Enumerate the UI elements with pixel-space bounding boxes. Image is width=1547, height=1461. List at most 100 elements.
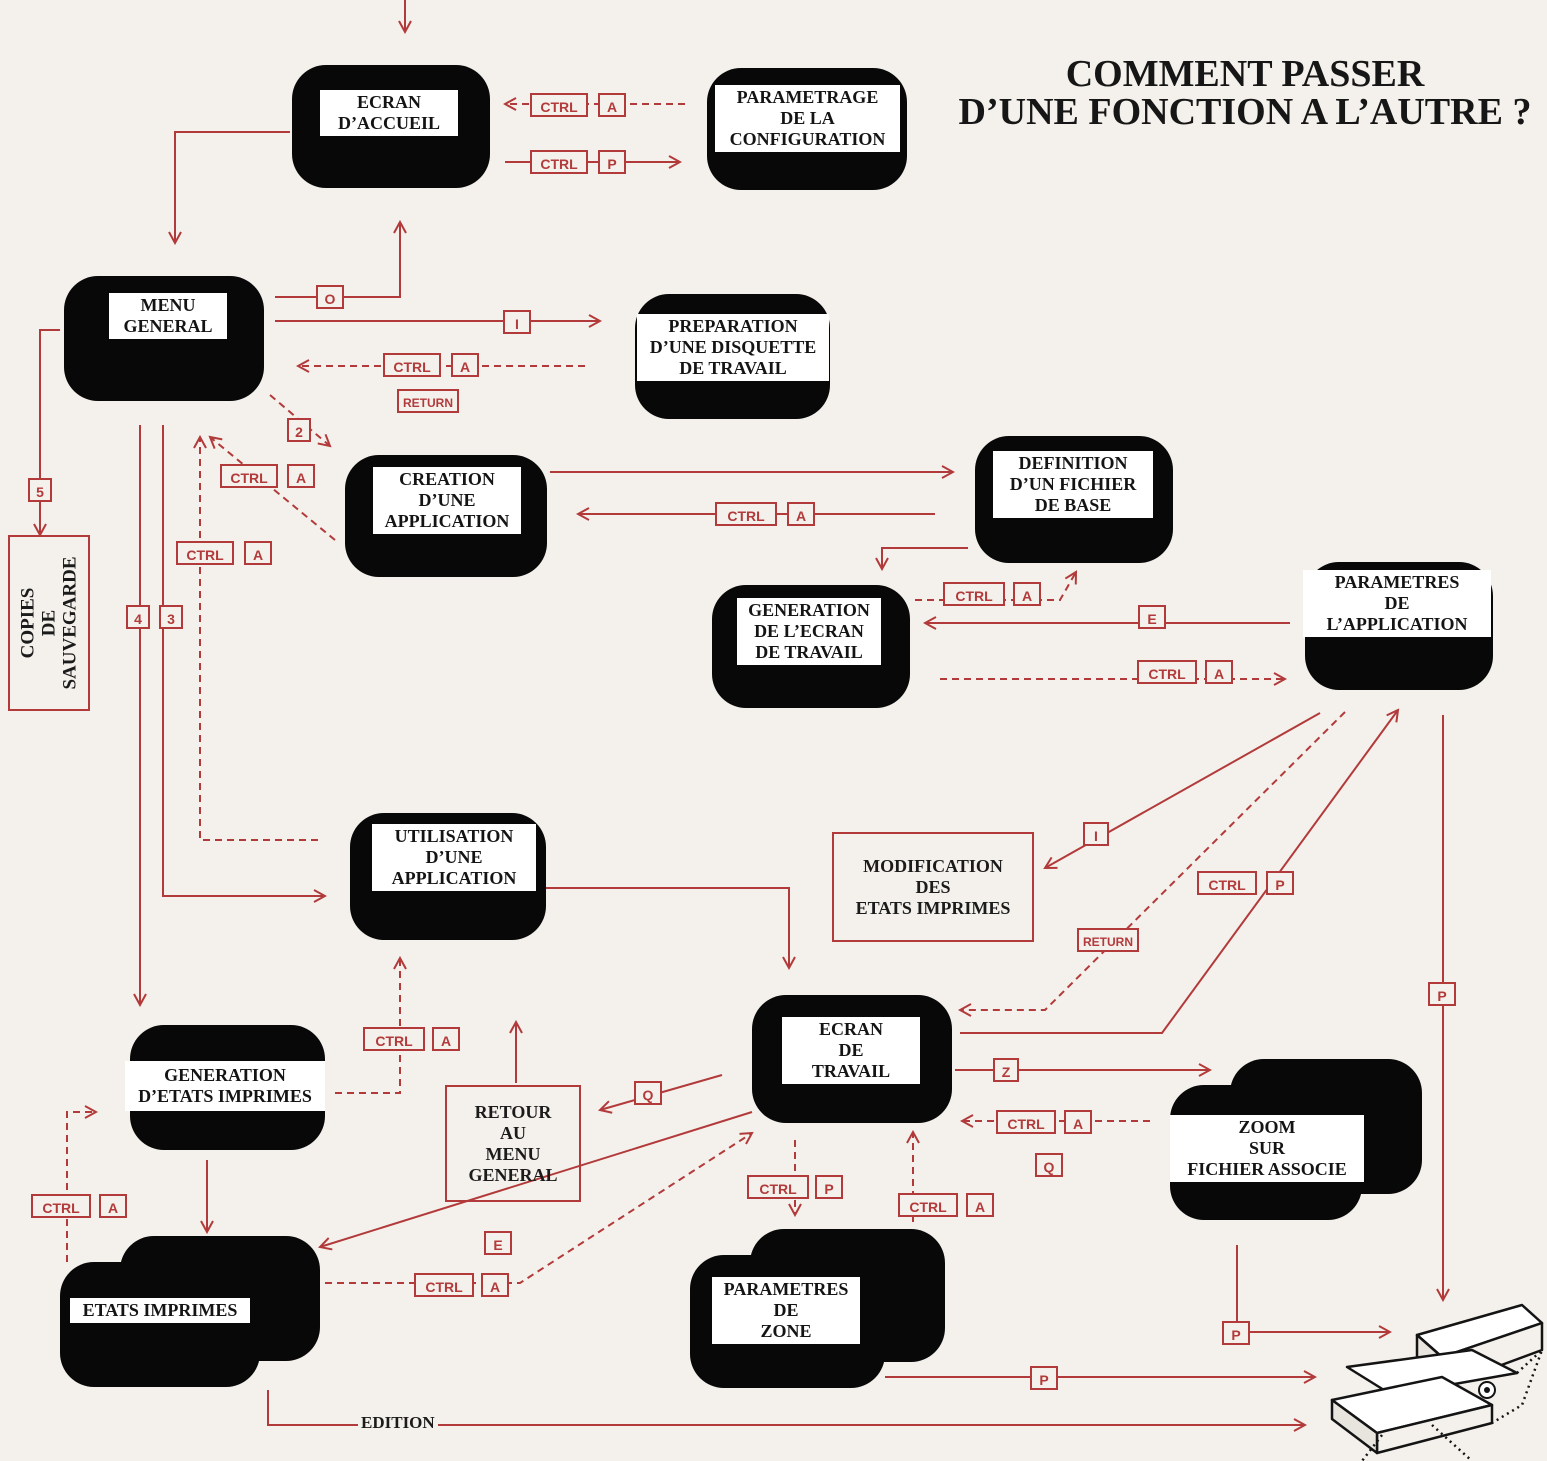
screen-generation-etats[interactable]: GENERATION D’ETATS IMPRIMES: [125, 1025, 325, 1150]
screen-parametrage-label: PARAMETRAGE DE LA CONFIGURATION: [715, 85, 900, 152]
screen-etats-label: ETATS IMPRIMES: [70, 1298, 250, 1323]
key-ctrl: CTRL: [715, 502, 777, 526]
label-line: DE TRAVAIL: [755, 642, 863, 662]
screen-definition[interactable]: DEFINITION D’UN FICHIER DE BASE: [975, 436, 1173, 563]
screen-generation-ecran[interactable]: GENERATION DE L’ECRAN DE TRAVAIL: [712, 585, 910, 708]
label-line: APPLICATION: [384, 511, 510, 531]
key-q: Q: [634, 1081, 662, 1105]
key-p: P: [1030, 1366, 1058, 1390]
label-line: ECRAN: [818, 1019, 883, 1039]
key-i: I: [1083, 822, 1109, 846]
label-line: GENERAL: [468, 1164, 558, 1185]
label-line: DE: [838, 1040, 864, 1060]
screen-parametrage[interactable]: PARAMETRAGE DE LA CONFIGURATION: [707, 68, 907, 190]
label-line: MENU: [485, 1143, 541, 1164]
screen-generation-etats-label: GENERATION D’ETATS IMPRIMES: [125, 1061, 325, 1111]
key-a: A: [598, 93, 626, 117]
label-line: D’UN FICHIER: [1009, 474, 1137, 494]
key-ctrl: CTRL: [530, 93, 588, 117]
screen-parametres-app[interactable]: PARAMETRES DE L’APPLICATION: [1303, 562, 1493, 690]
screen-zoom[interactable]: ZOOM SUR FICHIER ASSOCIE: [1170, 1059, 1422, 1220]
label-line: DES: [915, 876, 951, 897]
label-line: DE TRAVAIL: [679, 358, 787, 378]
box-retour-menu[interactable]: RETOUR AU MENU GENERAL: [445, 1085, 581, 1202]
label-line: PARAMETRES: [723, 1279, 849, 1299]
label-line: D’UNE DISQUETTE: [649, 337, 817, 357]
label-line: D’UNE: [425, 847, 483, 867]
screen-preparation-label: PREPARATION D’UNE DISQUETTE DE TRAVAIL: [637, 314, 829, 381]
key-4: 4: [126, 605, 150, 629]
box-modification[interactable]: MODIFICATION DES ETATS IMPRIMES: [832, 832, 1034, 942]
label-line: MODIFICATION: [863, 855, 1003, 876]
key-q: Q: [1035, 1153, 1063, 1177]
label-line: CREATION: [399, 469, 495, 489]
label-line: D’ETATS IMPRIMES: [138, 1086, 312, 1106]
title-line-1: COMMENT PASSER: [1065, 53, 1425, 95]
key-a: A: [966, 1193, 994, 1217]
screen-utilisation[interactable]: UTILISATION D’UNE APPLICATION: [350, 813, 546, 940]
label-line: ETATS IMPRIMES: [855, 897, 1011, 918]
printer-icon: [1330, 1303, 1544, 1461]
label-line: CONFIGURATION: [729, 129, 886, 149]
label-line: RETOUR: [474, 1101, 552, 1122]
screen-utilisation-label: UTILISATION D’UNE APPLICATION: [372, 824, 536, 891]
screen-accueil[interactable]: ECRAN D’ACCUEIL: [292, 65, 490, 188]
key-ctrl: CTRL: [898, 1193, 958, 1217]
key-p: P: [1222, 1321, 1250, 1345]
screen-zoom-label: ZOOM SUR FICHIER ASSOCIE: [1170, 1115, 1364, 1182]
key-ctrl: CTRL: [383, 353, 441, 377]
key-p: P: [1266, 871, 1294, 895]
screen-parametres-zone[interactable]: PARAMETRES DE ZONE: [690, 1229, 945, 1388]
key-a: A: [99, 1194, 127, 1218]
key-a: A: [287, 464, 315, 488]
screen-creation[interactable]: CREATION D’UNE APPLICATION: [345, 455, 547, 577]
label-line: ZOOM: [1238, 1117, 1296, 1137]
key-ctrl: CTRL: [996, 1110, 1056, 1134]
page-title: COMMENT PASSER D’UNE FONCTION A L’AUTRE …: [945, 55, 1545, 131]
box-copies-sauvegarde[interactable]: COPIES DE SAUVEGARDE: [8, 535, 90, 711]
screen-creation-label: CREATION D’UNE APPLICATION: [373, 467, 521, 534]
screen-ecran-travail-label: ECRAN DE TRAVAIL: [782, 1017, 920, 1084]
title-line-2: D’UNE FONCTION A L’AUTRE ?: [958, 91, 1532, 133]
key-ctrl: CTRL: [414, 1273, 474, 1297]
key-p: P: [1428, 982, 1456, 1006]
key-a: A: [1064, 1110, 1092, 1134]
screen-etats-imprimes[interactable]: ETATS IMPRIMES: [60, 1236, 320, 1387]
label-line: PARAMETRES: [1334, 572, 1460, 592]
screen-ecran-travail[interactable]: ECRAN DE TRAVAIL: [752, 995, 952, 1123]
screen-generation-ecran-label: GENERATION DE L’ECRAN DE TRAVAIL: [737, 598, 881, 665]
label-line: D’ACCUEIL: [337, 113, 440, 133]
label-line: DE: [1384, 593, 1410, 613]
label-line: DE: [38, 609, 60, 637]
label-line: DE BASE: [1034, 495, 1112, 515]
key-a: A: [451, 353, 479, 377]
label-line: COPIES: [17, 587, 39, 659]
key-2: 2: [287, 418, 311, 442]
key-return: RETURN: [397, 389, 459, 413]
screen-menu-general[interactable]: MENU GENERAL: [64, 276, 264, 401]
label-line: DE L’ECRAN: [754, 621, 864, 641]
screen-parametres-app-label: PARAMETRES DE L’APPLICATION: [1303, 570, 1491, 637]
label-line: UTILISATION: [394, 826, 514, 846]
key-3: 3: [159, 605, 183, 629]
edition-label: EDITION: [358, 1413, 438, 1433]
key-ctrl: CTRL: [176, 541, 234, 565]
label-line: PARAMETRAGE: [736, 87, 879, 107]
label-line: FICHIER ASSOCIE: [1187, 1159, 1347, 1179]
screen-parametres-zone-label: PARAMETRES DE ZONE: [712, 1277, 860, 1344]
label-line: GENERATION: [748, 600, 870, 620]
label-line: TRAVAIL: [811, 1061, 891, 1081]
label-line: MENU: [140, 295, 196, 315]
key-o: O: [316, 285, 344, 309]
key-ctrl: CTRL: [363, 1027, 425, 1051]
screen-preparation[interactable]: PREPARATION D’UNE DISQUETTE DE TRAVAIL: [635, 294, 830, 419]
label-line: L’APPLICATION: [1326, 614, 1468, 634]
box-copies-label: COPIES DE SAUVEGARDE: [18, 556, 81, 689]
label-line: AU: [500, 1122, 526, 1143]
label-line: GENERATION: [164, 1065, 286, 1085]
key-ctrl: CTRL: [530, 150, 588, 174]
key-e: E: [1138, 605, 1166, 629]
key-a: A: [1205, 660, 1233, 684]
label-line: SUR: [1248, 1138, 1285, 1158]
